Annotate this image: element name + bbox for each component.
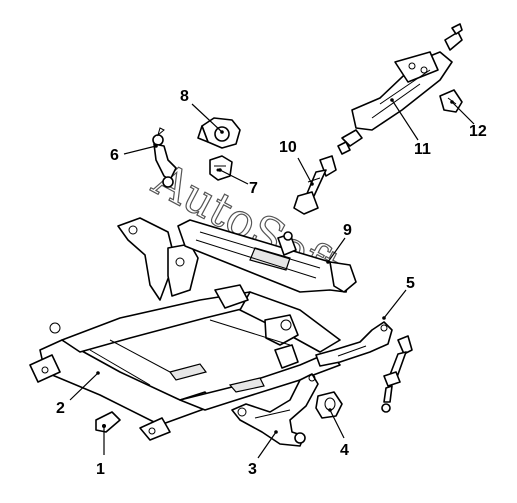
callout-labels: 1 2 3 4 5 6 7 8 9 10 11 12 — [56, 88, 487, 478]
callout-2: 2 — [56, 400, 65, 417]
bushing-clamp-part — [197, 117, 241, 149]
bushing-part — [209, 155, 233, 181]
callout-3: 3 — [248, 461, 257, 478]
callout-9: 9 — [343, 222, 352, 239]
callout-4: 4 — [340, 442, 349, 459]
callout-7: 7 — [249, 180, 258, 197]
arm-bushing-part — [315, 391, 343, 419]
steering-rack-part — [177, 219, 357, 293]
rear-control-arm-part — [315, 321, 393, 367]
callout-11: 11 — [414, 141, 431, 158]
steering-column-part — [337, 23, 463, 155]
callout-6: 6 — [110, 147, 119, 164]
right-side-link-part — [381, 335, 413, 413]
lower-control-arm-part — [231, 373, 319, 447]
front-subframe-part — [29, 217, 341, 441]
leader-lines — [69, 98, 475, 459]
small-bracket-part — [95, 411, 121, 433]
callout-8: 8 — [180, 88, 189, 105]
stabilizer-link-part — [152, 127, 177, 188]
callout-5: 5 — [406, 275, 415, 292]
callout-12: 12 — [469, 123, 487, 140]
callout-10: 10 — [279, 139, 297, 156]
callout-1: 1 — [96, 461, 105, 478]
intermediate-shaft-part — [293, 155, 337, 215]
